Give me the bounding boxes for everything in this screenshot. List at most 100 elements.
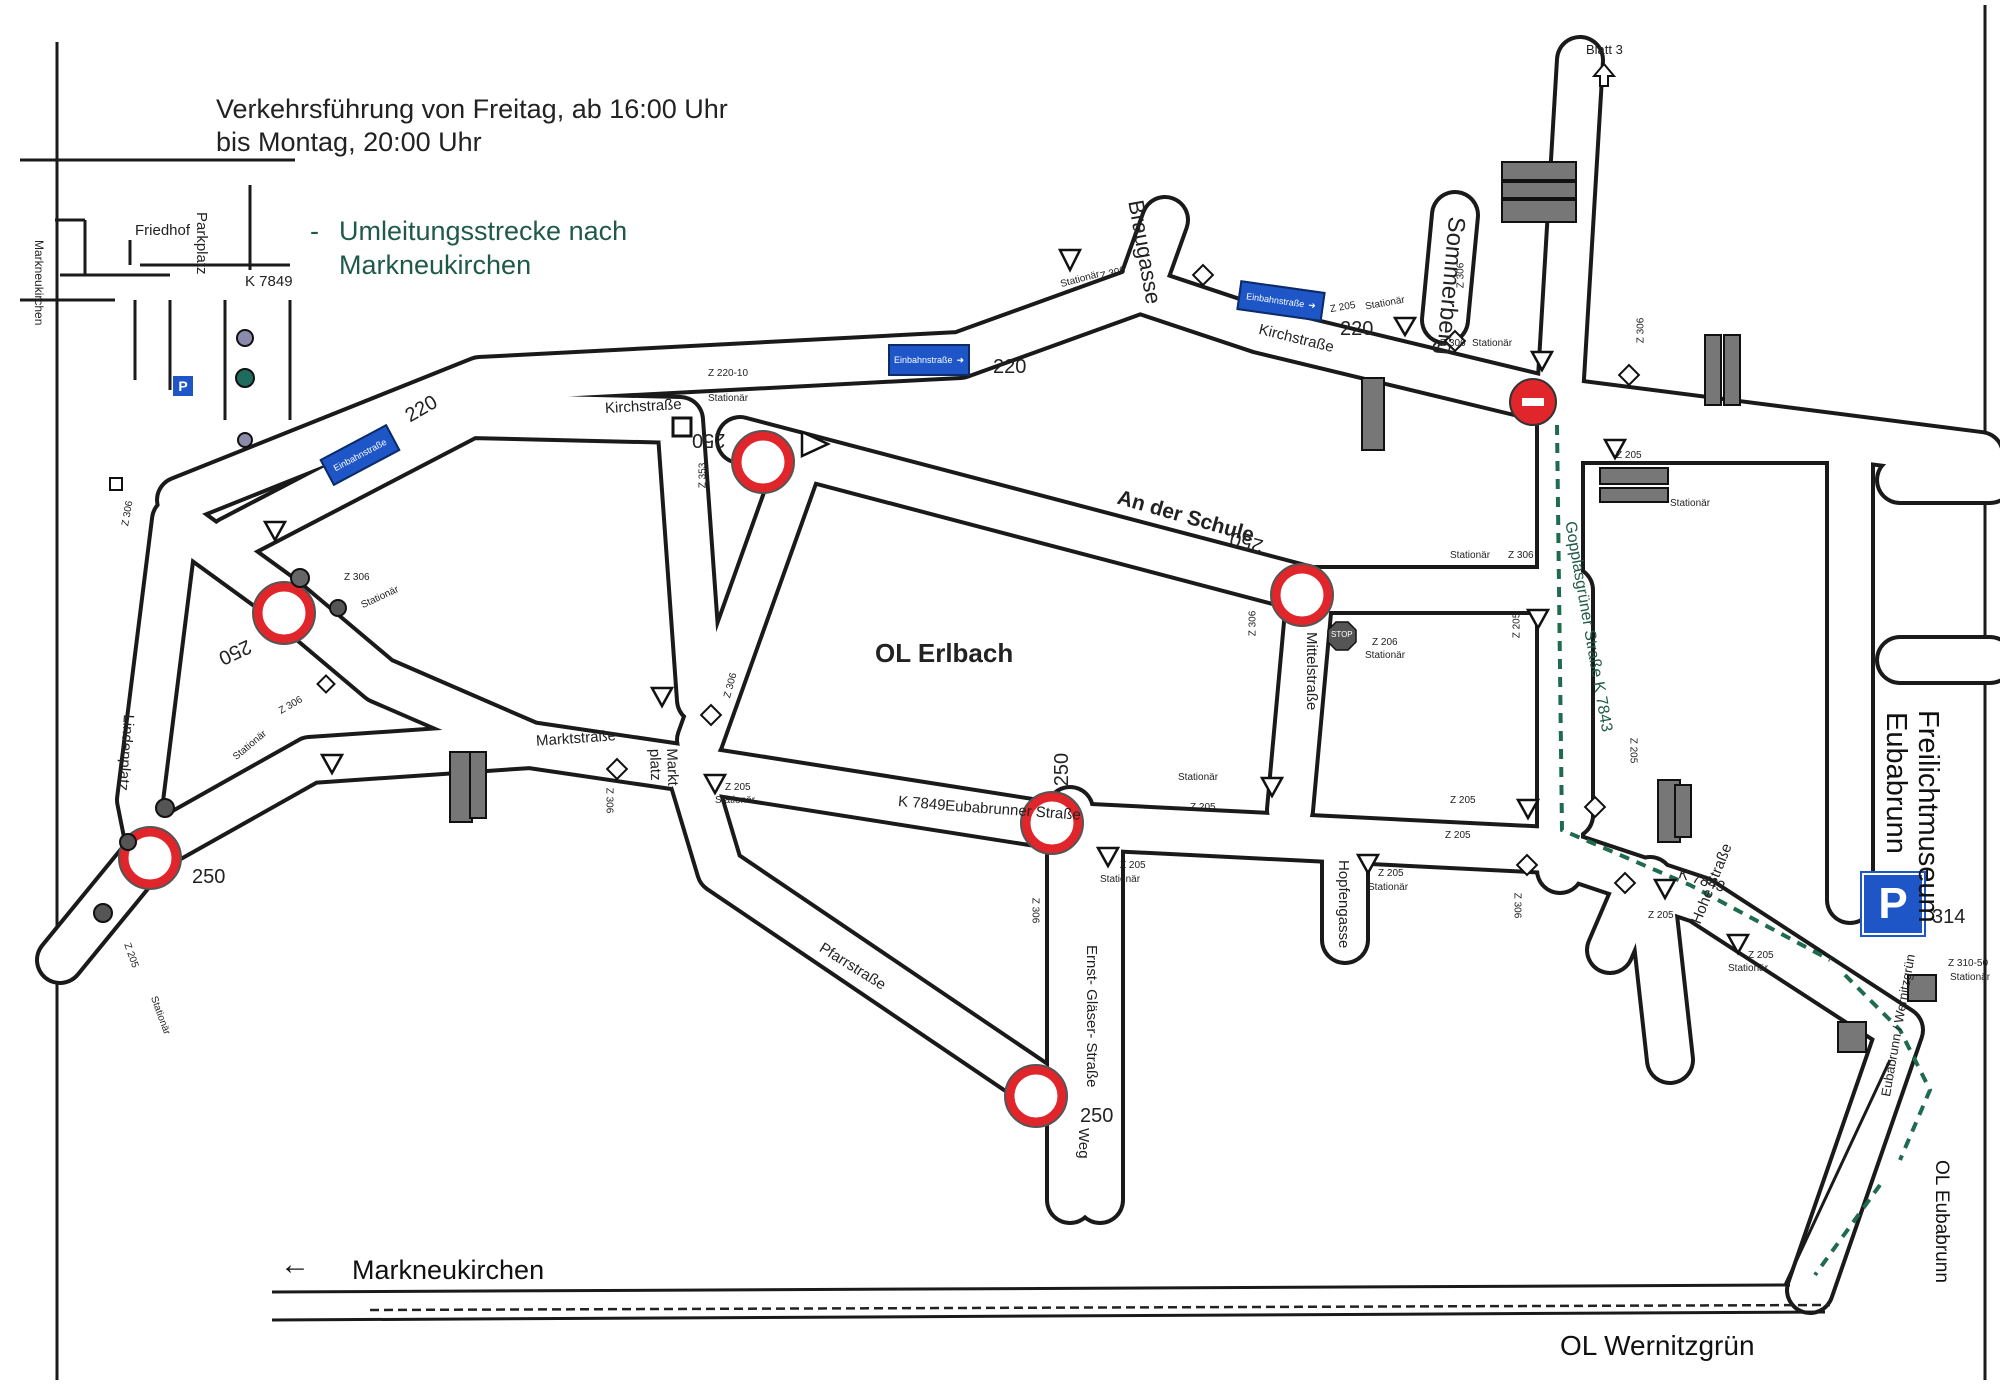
sign-board-icon — [1501, 161, 1577, 181]
parking-sign: P — [1860, 871, 1926, 937]
sign-label-stationaer: Stationär — [715, 795, 756, 806]
sign-label-stationaer: Stationär — [1450, 550, 1491, 561]
map-title-line1: Verkehrsführung von Freitag, ab 16:00 Uh… — [216, 94, 728, 124]
road-closed-sign-icon — [119, 827, 181, 889]
sign-label-z205: Z 205 — [1190, 802, 1216, 813]
triangle-sign-icon — [1355, 853, 1381, 876]
sign-label-z306: Z 306 — [1440, 338, 1466, 349]
triangle-sign-icon — [649, 686, 675, 709]
round-sign-icon — [119, 833, 137, 851]
triangle-sign-icon — [1725, 933, 1751, 956]
sign-label-z306: Z 306 — [1455, 262, 1467, 289]
sign-label-z306: Z 306 — [1247, 610, 1259, 637]
parking-sign-small: P — [172, 375, 194, 397]
sign-label-z205: Z 205 — [1616, 450, 1642, 461]
road-closed-sign-icon — [1021, 792, 1083, 854]
warning-triangles — [262, 248, 1751, 956]
detour-route — [1555, 424, 1933, 1277]
sign-board-icon — [449, 751, 473, 823]
sign-label-z205: Z 205 — [1450, 795, 1476, 806]
sign-boards — [449, 161, 1937, 1053]
priority-sign-icon — [1613, 871, 1637, 895]
sign-board-icon — [469, 751, 487, 819]
inset-markneukirchen: Markneukirchen — [32, 240, 46, 326]
sign-board-icon — [1361, 377, 1385, 451]
sign-label-z206: Z 206 — [1372, 637, 1398, 648]
priority-sign-icon — [605, 757, 629, 781]
sign-label-z205: Z 205 — [725, 782, 751, 793]
sign-label-z220-10: Z 220-10 — [708, 368, 749, 379]
sign-label-stop: STOP — [1331, 630, 1353, 639]
blatt3-label: Blatt 3 — [1586, 42, 1623, 57]
sign-label-z353: Z 353 — [697, 462, 709, 489]
sign-label-stationaer: Stationär — [1670, 498, 1711, 509]
roads — [35, 35, 2000, 1315]
place-ol-wernitzgruen: OL Wernitzgrün — [1560, 1330, 1755, 1361]
sign-board-icon — [1837, 1021, 1867, 1053]
route-number-250: 250 — [1051, 752, 1074, 787]
street-mittelstrasse: Mittelstraße — [1303, 632, 1320, 711]
road-closed-signs — [119, 431, 1333, 1127]
route-number-314: 314 — [1932, 906, 1966, 928]
parking-sign-label: P — [1878, 879, 1908, 928]
oneway-sign-label: Einbahnstraße — [893, 355, 953, 365]
road-closed-sign-icon — [253, 582, 315, 644]
legend-line2: Markneukirchen — [339, 250, 532, 280]
sign-label-stationaer: Stationär — [1728, 963, 1769, 974]
sign-label-z205: Z 205 — [1748, 950, 1774, 961]
sign-label-stationaer: Stationär — [1178, 772, 1219, 783]
street-weg: Weg — [1075, 1128, 1092, 1159]
legend-dash: - — [310, 216, 319, 246]
round-sign-icon — [155, 798, 175, 818]
stop-sign-icon — [1327, 621, 1357, 651]
sign-label-z205: Z 205 — [1627, 737, 1639, 764]
route-number-220: 220 — [993, 356, 1027, 378]
sign-board-icon — [1674, 784, 1692, 838]
triangle-sign-icon — [1095, 846, 1121, 869]
route-number-220: 220 — [1340, 318, 1374, 340]
road-closed-sign-icon — [1271, 564, 1333, 626]
inset-map — [20, 158, 295, 420]
round-sign-icon — [93, 903, 113, 923]
oneway-sign: Einbahnstraße➜ — [888, 344, 970, 376]
triangle-sign-icon — [1652, 878, 1678, 901]
sign-board-icon — [1599, 487, 1669, 503]
triangle-sign-icon — [1515, 798, 1541, 821]
sign-board-icon — [1704, 334, 1722, 406]
sign-label-stationaer: Stationär — [708, 393, 749, 404]
sign-board-icon — [1723, 334, 1741, 406]
triangle-sign-icon — [1525, 608, 1551, 631]
road-closed-sign-icon — [732, 431, 794, 493]
round-sign-icon — [236, 329, 254, 347]
place-eubabrunn: Eubabrunn — [1880, 712, 1912, 854]
sign-label-z205: Z 205 — [1445, 830, 1471, 841]
priority-sign-icon — [1617, 363, 1641, 387]
diamond-signs — [109, 263, 1641, 895]
sign-label-stationaer: Stationär — [1100, 874, 1141, 885]
sign-label-z205: Z 205 — [1511, 612, 1523, 639]
sign-label-z205: Z 205 — [1378, 868, 1404, 879]
oneway-sign-label: Einbahnstraße — [1245, 291, 1305, 310]
sign-label-z205: Z 205 — [1648, 910, 1674, 921]
road-wernitzgruen — [271, 1059, 1892, 1322]
sign-board-icon — [1501, 181, 1577, 199]
route-number-250: 250 — [1080, 1105, 1114, 1127]
place-ol-eubabrunn: OL Eubabrunn — [1931, 1160, 1952, 1283]
triangle-sign-icon — [1529, 350, 1555, 373]
priority-sign-icon — [1583, 795, 1607, 819]
street-hopfengasse: Hopfengasse — [1335, 860, 1352, 949]
triangle-sign-icon — [702, 773, 728, 796]
sign-label-z306: Z 306 — [1508, 550, 1534, 561]
road-closed-sign-icon — [1005, 1065, 1067, 1127]
round-sign-icon — [290, 568, 310, 588]
street-ernst-glaeser: Ernst- Gläser- Straße — [1083, 945, 1100, 1088]
place-markneukirchen: Markneukirchen — [352, 1255, 545, 1285]
priority-sign-icon — [1443, 329, 1467, 353]
place-ol-erlbach: OL Erlbach — [875, 638, 1014, 668]
round-sign-icon — [235, 368, 255, 388]
legend-line1: Umleitungsstrecke nach — [339, 216, 628, 246]
sign-label-z306: Z 306 — [344, 572, 370, 583]
sign-label-z306: Z 306 — [1635, 317, 1647, 344]
priority-sign-icon — [699, 703, 723, 727]
